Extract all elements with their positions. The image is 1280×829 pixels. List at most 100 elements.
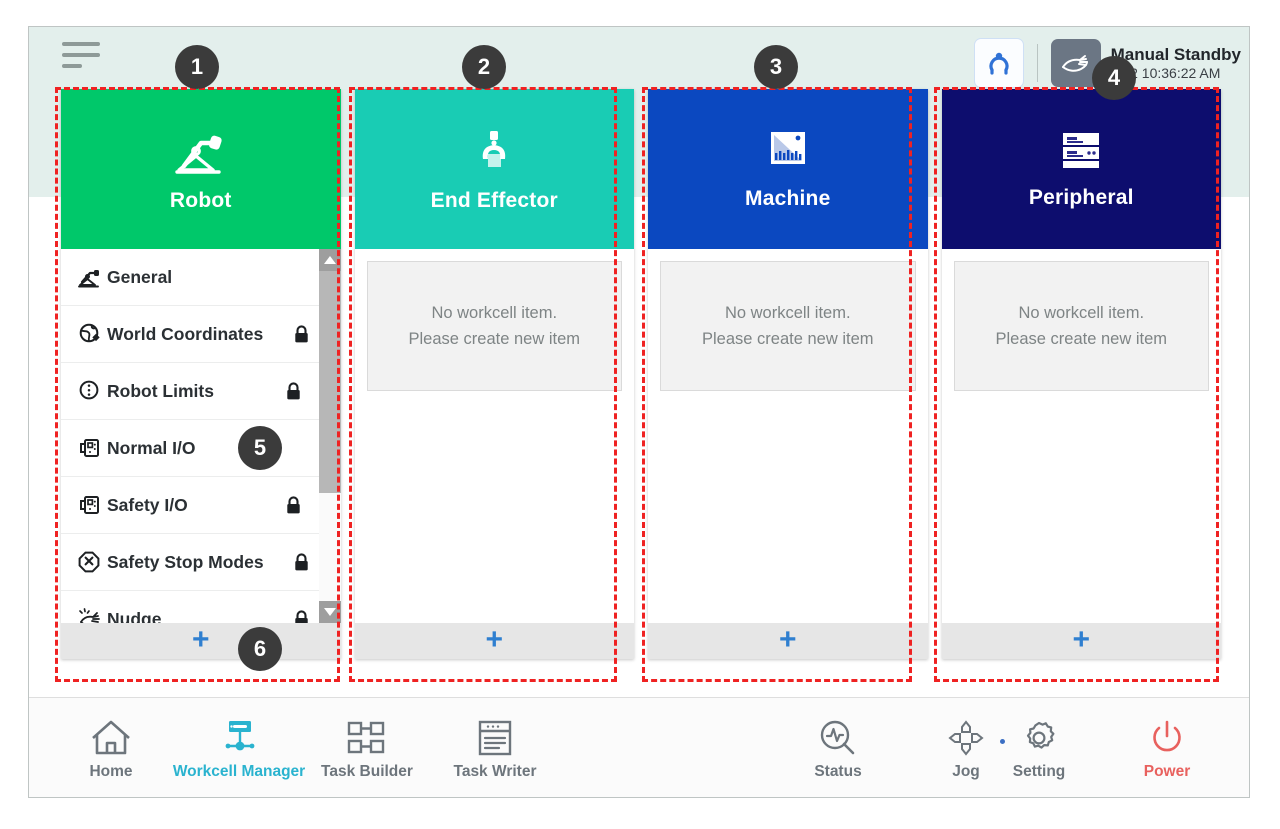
nav-item-status[interactable]: Status <box>774 715 902 781</box>
header-right-group: Manual Standby 2.22 10:36:22 AM <box>973 35 1241 91</box>
hamburger-icon[interactable] <box>62 42 104 76</box>
nudge-hand-icon <box>73 607 107 623</box>
column-end-effector: End Effector No workcell item. Please cr… <box>354 89 634 659</box>
list-item[interactable]: Safety I/O <box>61 477 319 534</box>
nav-item-setting[interactable]: Setting <box>975 715 1103 781</box>
list-item[interactable]: World Coordinates <box>61 306 319 363</box>
column-body-end-effector: No workcell item. Please create new item <box>354 249 634 623</box>
column-body-machine: No workcell item. Please create new item <box>648 249 928 623</box>
nav-item-power[interactable]: Power <box>1103 715 1231 781</box>
nav-item-workcell-manager[interactable]: Workcell Manager <box>172 715 306 781</box>
bottom-navigation-bar: Home Workcell Manager <box>29 697 1249 797</box>
list-item[interactable]: Nudge <box>61 591 319 623</box>
column-label-machine: Machine <box>745 186 831 210</box>
io-port-icon <box>73 436 107 460</box>
task-writer-icon <box>476 715 514 757</box>
task-builder-icon <box>346 715 388 757</box>
nav-item-home[interactable]: Home <box>47 715 175 781</box>
list-item-label: Nudge <box>107 608 162 624</box>
column-header-robot[interactable]: Robot <box>61 89 341 249</box>
list-item-label: Safety I/O <box>107 494 188 515</box>
empty-line-2: Please create new item <box>995 330 1167 348</box>
plus-icon: + <box>485 622 504 656</box>
column-header-machine[interactable]: Machine <box>648 89 928 249</box>
list-scrollbar[interactable] <box>318 249 341 623</box>
nav-item-task-builder[interactable]: Task Builder <box>303 715 431 781</box>
nav-label: Workcell Manager <box>172 762 306 780</box>
empty-state: No workcell item. Please create new item <box>660 261 916 391</box>
nav-label: Home <box>89 762 133 780</box>
lock-icon <box>291 324 313 344</box>
list-item[interactable]: Robot Limits <box>61 363 319 420</box>
scroll-up-icon[interactable] <box>318 249 341 271</box>
server-rack-icon <box>1055 129 1107 178</box>
lock-icon <box>291 609 313 623</box>
add-peripheral-button[interactable]: + <box>941 622 1221 659</box>
plus-icon: + <box>1072 622 1091 656</box>
empty-line-1: No workcell item. <box>724 303 851 322</box>
lock-icon <box>283 495 305 515</box>
empty-line-1: No workcell item. <box>1018 303 1145 322</box>
robot-arm-icon <box>73 266 107 288</box>
lock-icon <box>283 381 305 401</box>
empty-line-2: Please create new item <box>408 330 580 348</box>
separator-dot <box>1000 739 1005 744</box>
robot-reset-icon[interactable] <box>973 38 1024 88</box>
add-robot-button[interactable]: + <box>61 623 341 659</box>
empty-line-1: No workcell item. <box>431 303 558 322</box>
column-machine: Machine No workcell item. Please create … <box>648 89 928 659</box>
plus-icon: + <box>778 622 797 656</box>
nav-label: Jog <box>952 762 980 780</box>
status-datetime: 2.22 10:36:22 AM <box>1110 64 1221 81</box>
manual-hand-icon[interactable] <box>1050 39 1101 87</box>
globe-icon <box>73 322 107 346</box>
nav-label: Task Writer <box>453 762 537 780</box>
list-item-label: Safety Stop Modes <box>107 551 264 572</box>
column-header-peripheral[interactable]: Peripheral <box>941 89 1221 249</box>
list-item-label: Robot Limits <box>107 380 214 401</box>
bottom-nav-left-group: Home Workcell Manager <box>47 715 559 781</box>
column-header-end-effector[interactable]: End Effector <box>354 89 634 249</box>
power-icon <box>1148 715 1186 757</box>
column-robot: Robot Genera <box>61 89 341 659</box>
plus-icon: + <box>191 622 210 656</box>
scroll-down-icon[interactable] <box>318 601 341 623</box>
nav-item-task-writer[interactable]: Task Writer <box>431 715 559 781</box>
list-item[interactable]: General <box>61 249 319 306</box>
add-end-effector-button[interactable]: + <box>354 622 634 659</box>
jog-arrows-icon <box>946 715 986 757</box>
limits-icon <box>73 379 107 403</box>
lock-icon <box>291 552 313 572</box>
column-body-peripheral: No workcell item. Please create new item <box>941 249 1221 623</box>
list-item-label: World Coordinates <box>107 323 264 344</box>
list-item-label: General <box>107 266 173 287</box>
io-port-icon <box>73 493 107 517</box>
add-machine-button[interactable]: + <box>648 623 928 659</box>
empty-state: No workcell item. Please create new item <box>953 261 1209 391</box>
nav-label: Task Builder <box>321 762 413 780</box>
list-item[interactable]: Normal I/O <box>61 420 319 477</box>
empty-line-2: Please create new item <box>701 330 874 348</box>
status-text-group: Manual Standby 2.22 10:36:22 AM <box>1111 44 1241 83</box>
machine-icon <box>763 128 813 179</box>
column-label-robot: Robot <box>169 188 232 212</box>
header-divider <box>1036 44 1038 82</box>
gripper-icon <box>469 126 519 181</box>
home-icon <box>90 715 132 757</box>
empty-state: No workcell item. Please create new item <box>366 261 622 391</box>
gear-icon <box>1019 715 1059 757</box>
workcell-columns: Robot Genera <box>61 89 1221 659</box>
nav-label: Power <box>1143 762 1191 780</box>
robot-arm-icon <box>174 126 228 181</box>
column-body-robot: General World Coordinates <box>61 249 341 623</box>
list-item[interactable]: Safety Stop Modes <box>61 534 319 591</box>
stop-x-icon <box>73 550 107 574</box>
robot-settings-list: General World Coordinates <box>61 249 319 623</box>
list-item-label: Normal I/O <box>107 437 196 458</box>
column-peripheral: Peripheral No workcell item. Please crea… <box>941 89 1221 659</box>
nav-item-jog[interactable]: Jog <box>902 715 1030 781</box>
bottom-nav-right-group: Status Jog <box>774 715 1231 781</box>
scrollbar-thumb[interactable] <box>318 271 341 493</box>
nav-label: Status <box>814 762 862 780</box>
status-magnifier-icon <box>818 715 858 757</box>
